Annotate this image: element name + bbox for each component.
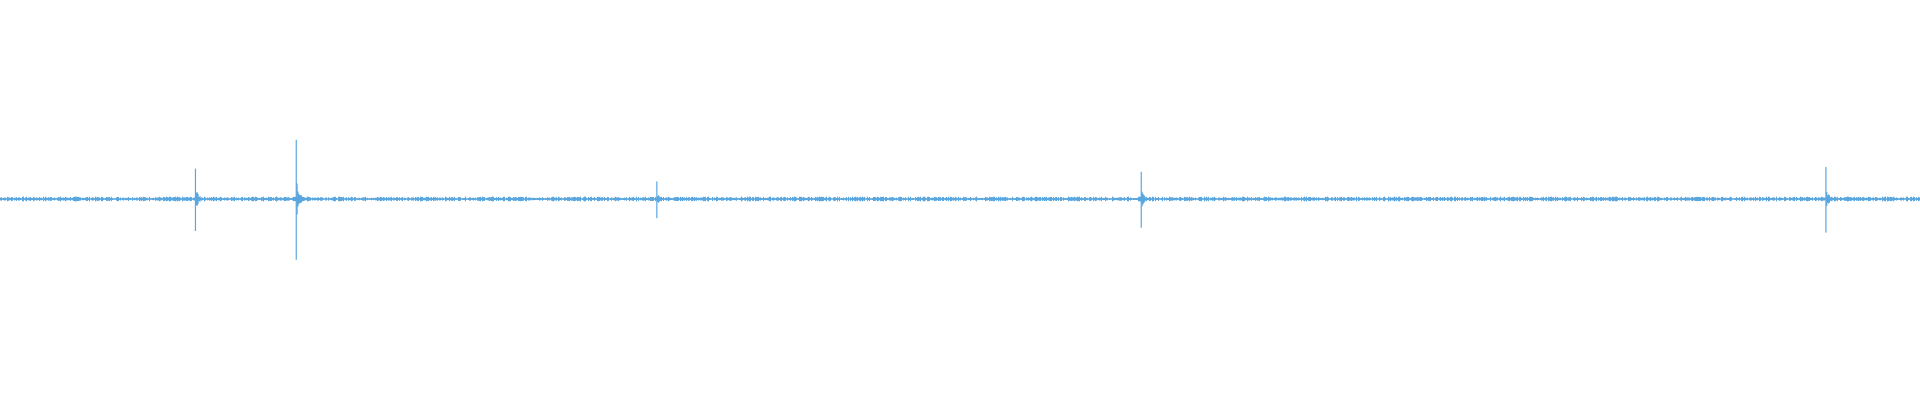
spike-decay	[1826, 192, 1839, 206]
waveform-spike	[1825, 167, 1839, 233]
spike-decay	[657, 195, 670, 203]
waveform-spikes	[194, 139, 1839, 260]
waveform-spike	[656, 181, 670, 219]
waveform-spike	[1140, 171, 1154, 228]
waveform-spike	[295, 139, 309, 260]
spike-decay	[195, 192, 208, 206]
spike-decay	[1141, 191, 1154, 207]
spike-decay	[296, 183, 309, 215]
waveform-baseline	[0, 196, 1920, 202]
waveform-spike	[194, 168, 208, 231]
